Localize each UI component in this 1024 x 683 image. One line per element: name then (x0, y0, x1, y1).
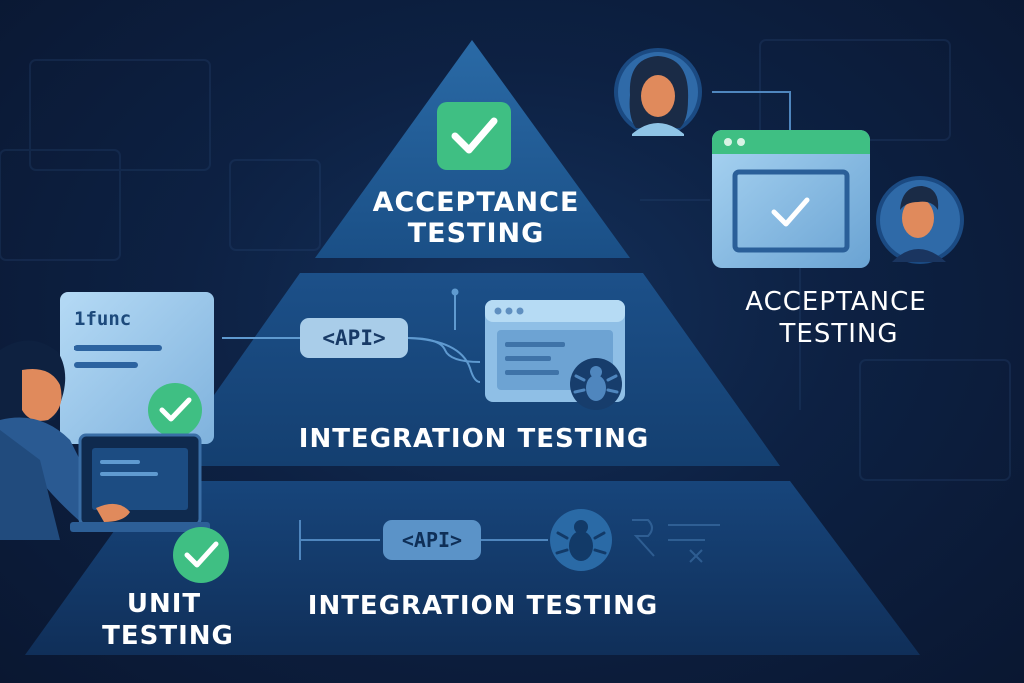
bottom-bug-icon (550, 509, 612, 571)
code-card-title: 1func (74, 308, 131, 330)
middle-api-flow: <API> (222, 288, 481, 383)
tier-bottom-label: INTEGRATION TESTING (308, 591, 658, 621)
acceptance-window (712, 130, 870, 268)
tier-top-label-line1: ACCEPTANCE (373, 187, 580, 218)
pyramid-tier-bottom (25, 481, 920, 655)
background-decor (0, 39, 1011, 481)
tier-top-label-line2: TESTING (408, 218, 545, 249)
bottom-api-tag: <API> (402, 528, 462, 552)
tier-middle-label: INTEGRATION TESTING (299, 424, 649, 454)
developer-illustration (0, 340, 210, 540)
bottom-api-flow: <API> (299, 520, 548, 560)
tier-bottom-unit-line2: TESTING (102, 621, 234, 651)
bottom-faint-marks (632, 519, 720, 563)
acceptance-check-icon (437, 102, 511, 170)
side-panel-label-line2: TESTING (779, 319, 899, 349)
middle-api-tag: <API> (322, 326, 385, 350)
user-avatar-man (876, 176, 964, 264)
tier-bottom-unit-line1: UNIT (127, 589, 201, 619)
unit-card-check-icon (148, 383, 202, 437)
bug-icon (570, 358, 622, 410)
user-avatar-woman (614, 48, 702, 136)
side-panel-label-line1: ACCEPTANCE (745, 287, 926, 317)
connector-lines (712, 91, 791, 130)
unit-check-icon (173, 527, 229, 583)
